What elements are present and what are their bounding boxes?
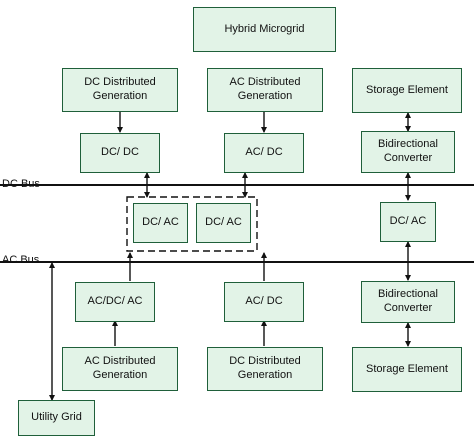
ac-distributed-generation-top: AC Distributed Generation [207,68,323,112]
dc-distributed-generation-top: DC Distributed Generation [62,68,178,112]
acdc-converter-bottom: AC/ DC [224,282,304,322]
dcac-group-outline [126,196,258,252]
bidirectional-converter-top: Bidirectional Converter [361,131,455,173]
dcdc-converter: DC/ DC [80,133,160,173]
title-box: Hybrid Microgrid [193,7,336,52]
ac-distributed-generation-bottom: AC Distributed Generation [62,347,178,391]
dcac-converter-2: DC/ AC [196,203,251,243]
storage-element-bottom: Storage Element [352,347,462,392]
utility-grid: Utility Grid [18,400,95,436]
storage-element-top: Storage Element [352,68,462,113]
dcac-converter-right: DC/ AC [380,202,436,242]
bidirectional-converter-bottom: Bidirectional Converter [361,281,455,323]
acdcac-converter: AC/DC/ AC [75,282,155,322]
dc-distributed-generation-bottom: DC Distributed Generation [207,347,323,391]
ac-bus-label: AC Bus [2,254,40,266]
acdc-converter-top: AC/ DC [224,133,304,173]
dc-bus-label: DC Bus [2,178,40,190]
dcac-converter-1: DC/ AC [133,203,188,243]
